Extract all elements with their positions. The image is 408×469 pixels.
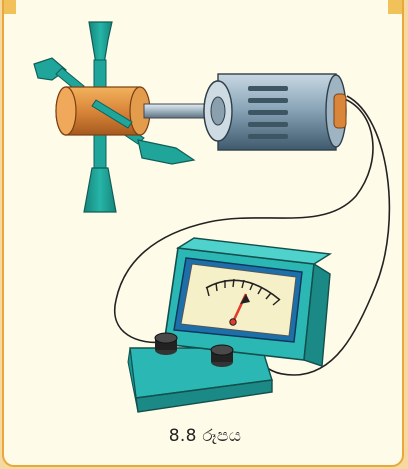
- generator-motor-icon: [204, 74, 346, 150]
- generator-diagram: [4, 0, 404, 420]
- figure-caption: 8.8 රූපය: [4, 426, 404, 446]
- galvanometer-icon: [128, 238, 330, 412]
